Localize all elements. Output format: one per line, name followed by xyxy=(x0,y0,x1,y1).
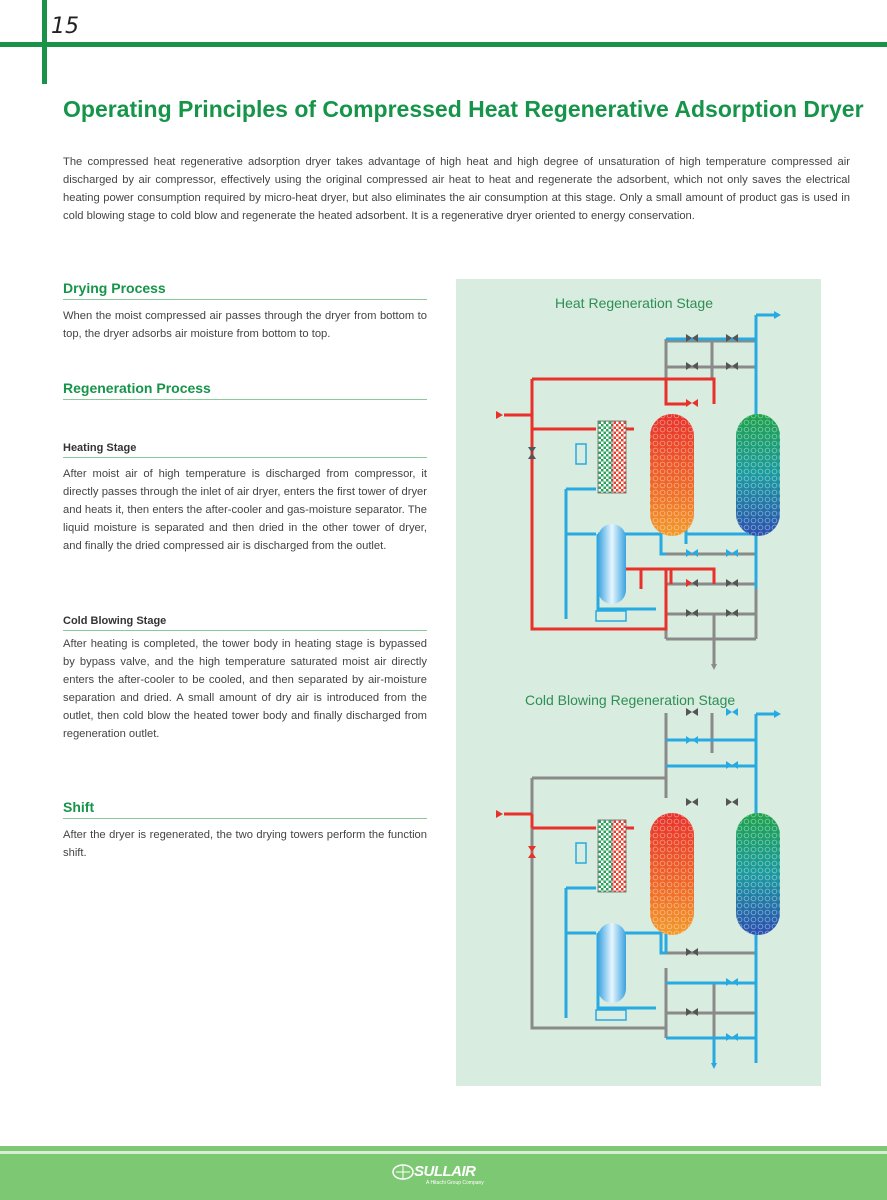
footer-band xyxy=(0,1146,887,1200)
header-rule xyxy=(0,42,887,47)
drying-section: Drying Process When the moist compressed… xyxy=(63,280,427,343)
cold-stage-label: Cold Blowing Regeneration Stage xyxy=(525,692,736,708)
logo-subtitle: A Hitachi Group Company xyxy=(426,1180,484,1186)
intro-paragraph: The compressed heat regenerative adsorpt… xyxy=(63,156,850,222)
regeneration-section: Regeneration Process xyxy=(63,380,427,400)
page-number: 15 xyxy=(51,14,79,39)
heating-section: Heating Stage After moist air of high te… xyxy=(63,442,427,555)
dryer-schematics xyxy=(496,311,781,1069)
page-title: Operating Principles of Compressed Heat … xyxy=(63,96,864,122)
cold-blowing-section: Cold Blowing Stage After heating is comp… xyxy=(63,615,427,743)
sullair-logo: SULLAIR A Hitachi Group Company xyxy=(392,1163,497,1189)
cold-blowing-heading: Cold Blowing Stage xyxy=(63,615,427,631)
cold-stage-schematic xyxy=(496,708,781,1069)
regeneration-heading: Regeneration Process xyxy=(63,380,427,400)
heating-heading: Heating Stage xyxy=(63,442,427,458)
drying-heading: Drying Process xyxy=(63,280,427,300)
heat-stage-label: Heat Regeneration Stage xyxy=(555,295,713,311)
shift-text: After the dryer is regenerated, the two … xyxy=(63,829,427,859)
heating-text: After moist air of high temperature is d… xyxy=(63,468,427,552)
shift-section: Shift After the dryer is regenerated, th… xyxy=(63,799,427,862)
cold-blowing-text: After heating is completed, the tower bo… xyxy=(63,638,427,740)
shift-heading: Shift xyxy=(63,799,427,819)
footer-line xyxy=(0,1151,887,1154)
heat-stage-schematic xyxy=(496,311,781,670)
logo-wordmark: SULLAIR xyxy=(414,1163,476,1180)
drying-text: When the moist compressed air passes thr… xyxy=(63,310,427,340)
sullair-emblem-icon xyxy=(392,1164,414,1180)
